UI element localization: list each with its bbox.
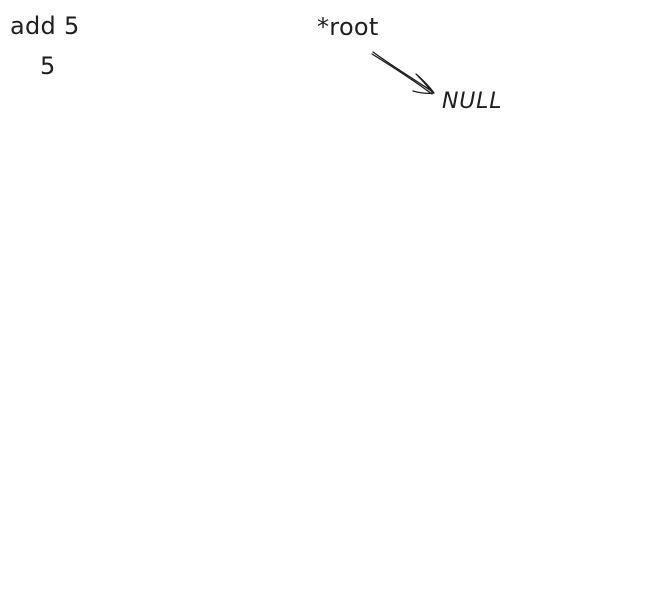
arrowhead [412,73,435,95]
node-value-label: 5 [40,52,56,80]
arrow-shaft-sketch [371,53,433,95]
arrowhead-sketch [417,75,433,93]
root-pointer-label: *root [317,13,379,41]
arrow-shaft [372,51,434,93]
operation-label: add 5 [10,12,80,40]
null-target-label: NULL [442,89,503,114]
